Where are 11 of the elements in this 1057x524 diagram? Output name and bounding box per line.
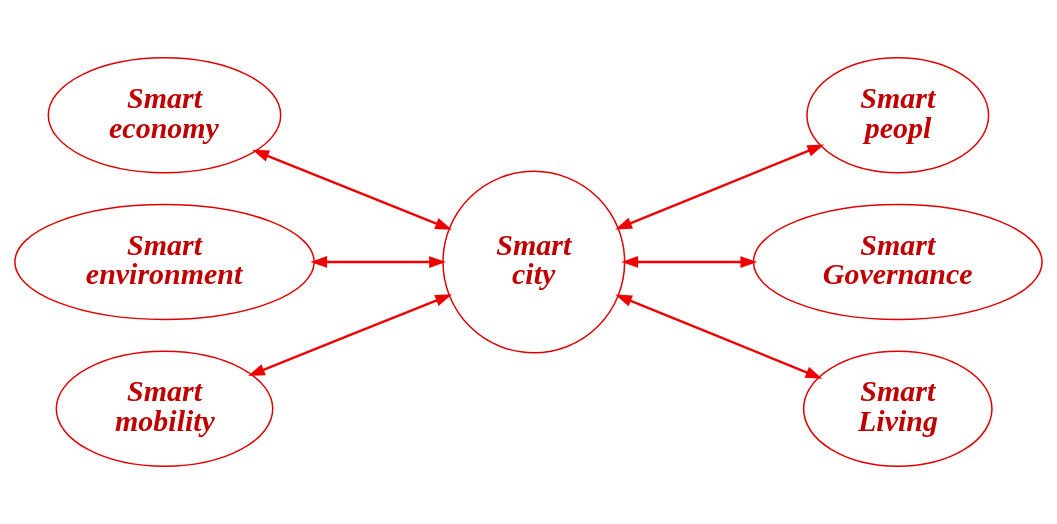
arrow [252,149,452,230]
node-ellipse: Smart economy [47,56,282,174]
node-ellipse: Smart environment [14,203,315,321]
arrow [615,144,825,230]
arrow [310,256,446,268]
node-circle: Smart city [442,170,626,354]
arrow [615,294,823,379]
arrow [248,294,452,376]
node-ellipse: Smart Governance [752,203,1043,321]
arrow [621,256,758,268]
node-ellipse: Smart mobility [55,350,274,468]
